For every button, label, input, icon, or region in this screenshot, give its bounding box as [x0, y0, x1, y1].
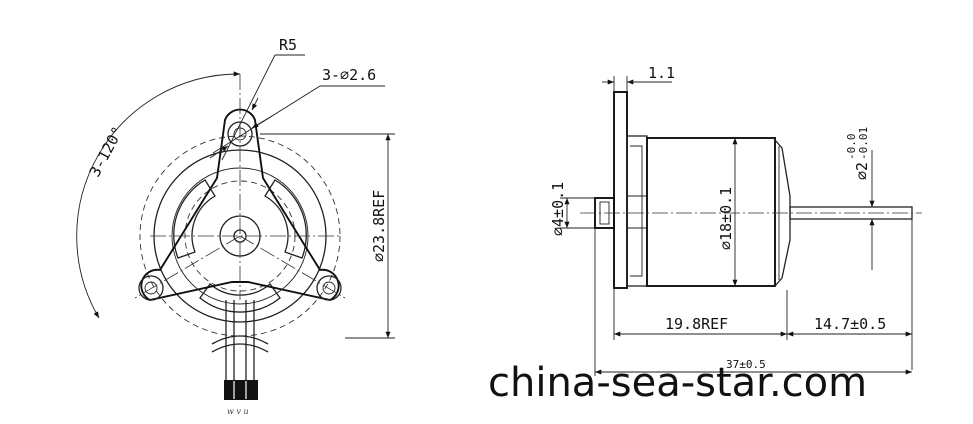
mount-hole-right [316, 275, 342, 301]
flange-plate [613, 91, 628, 289]
body-diameter-dimension: ⌀18±0.1 [717, 187, 735, 250]
holes-dimension: 3-⌀2.6 [322, 66, 376, 84]
shaft-length-dimension: 14.7±0.5 [814, 315, 886, 333]
shaft-diameter-dimension: ⌀2 [853, 162, 871, 180]
motor-body [646, 137, 776, 287]
mount-diameter-dimension: ⌀23.8REF [370, 190, 388, 262]
radius-dimension: R5 [279, 36, 297, 54]
wire-labels: w v u [227, 407, 249, 416]
angle-dimension: 3-120° [86, 124, 127, 180]
mount-hole-left [138, 275, 164, 301]
boss-diameter-dimension: ⌀4±0.1 [549, 182, 567, 236]
watermark-text: china-sea-star.com [488, 360, 867, 406]
wire-bundle [211, 300, 269, 400]
body-length-dimension: 19.8REF [665, 315, 728, 333]
side-view: 1.1 ⌀4±0.1 ⌀18±0.1 ⌀2 -0.0 -0.01 19.8REF… [549, 64, 922, 376]
flange-thickness-dimension: 1.1 [648, 64, 675, 82]
mount-hole-right-inner [322, 281, 336, 295]
shaft-tolerance-lower: -0.01 [857, 127, 870, 160]
mount-hole-left-inner [144, 281, 158, 295]
rotor-segment-right [264, 179, 307, 259]
front-view: w v u 3-120° R5 3-⌀2.6 ⌀23.8REF [76, 36, 395, 416]
shaft-tolerance-upper: -0.0 [845, 134, 858, 161]
total-length-dimension: 37±0.5 [726, 358, 766, 371]
